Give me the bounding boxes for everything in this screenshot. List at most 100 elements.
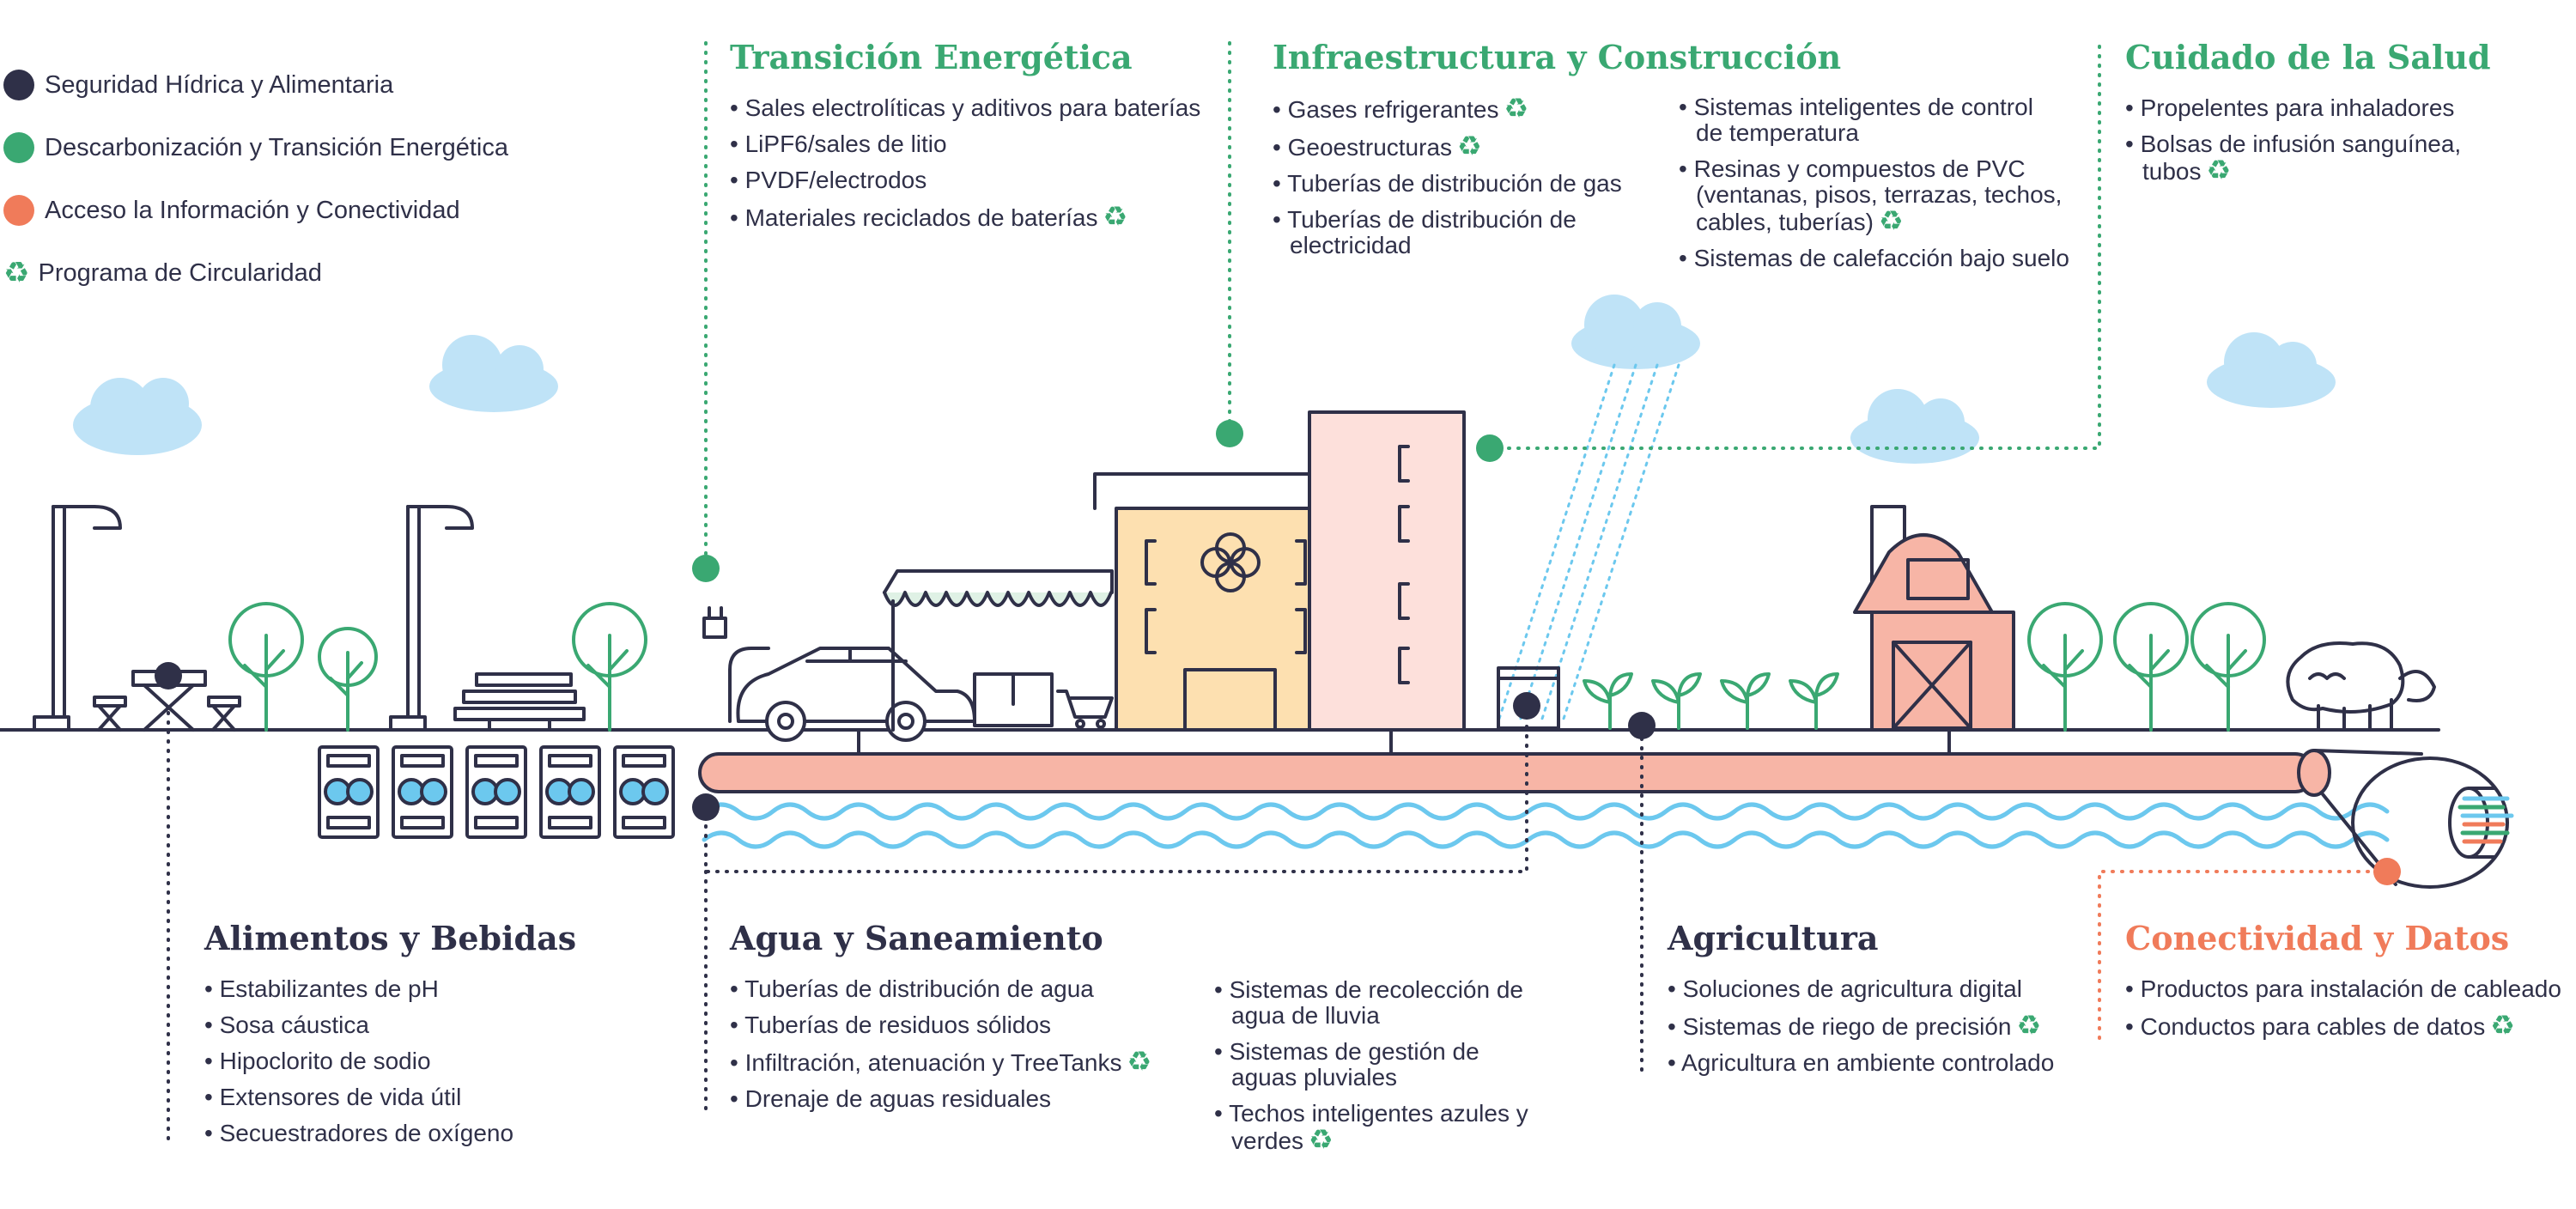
list-item: Techos inteligentes azules y verdes♻ [1214, 1101, 1549, 1154]
list-item: Tuberías de distribución de gas [1273, 171, 1685, 197]
marker-alimentos [155, 662, 182, 690]
list-item: Extensores de vida útil [204, 1084, 634, 1110]
list-item: Sales electrolíticas y aditivos para bat… [730, 95, 1211, 121]
cloud-icon [429, 335, 558, 412]
list-item: Propelentes para inhaladores [2125, 95, 2555, 121]
drain-inlet-icon [1497, 666, 1560, 730]
section-title: Agua y Saneamiento [730, 919, 1103, 957]
marker-conectividad [2373, 858, 2401, 885]
street-lamp-icon [389, 505, 474, 732]
battery-units-icon [318, 745, 675, 839]
tree-icon [572, 602, 647, 732]
section-agricultura: Agricultura Soluciones de agricultura di… [1668, 919, 2097, 1086]
section-title: Cuidado de la Salud [2125, 38, 2491, 76]
recycle-icon: ♻ [1309, 1124, 1334, 1155]
legend-label: Acceso la Información y Conectividad [45, 196, 460, 224]
cloud-icon [1571, 295, 1700, 369]
recycle-icon: ♻ [2016, 1010, 2042, 1041]
list-item: Resinas y compuestos de PVC (ventanas, p… [1679, 156, 2091, 235]
list-item: Sosa cáustica [204, 1012, 634, 1038]
orange-dot-icon [3, 195, 34, 226]
legend-item: Seguridad Hídrica y Alimentaria [3, 69, 508, 101]
green-dot-icon [3, 132, 34, 163]
picnic-table-icon [93, 670, 241, 732]
tree-icon [2027, 602, 2103, 732]
recycle-icon: ♻ [3, 257, 30, 289]
cable-cross-section-icon [2351, 756, 2514, 889]
recycle-icon: ♻ [2206, 155, 2232, 185]
list-item: Tuberías de residuos sólidos [730, 1012, 1228, 1038]
sheep-icon [2286, 641, 2436, 732]
legend-item: Acceso la Información y Conectividad [3, 194, 508, 227]
electric-car-icon [702, 606, 976, 742]
section-salud: Cuidado de la Salud Propelentes para inh… [2125, 38, 2555, 195]
list-item: Sistemas de recolección de agua de lluvi… [1214, 977, 1549, 1029]
tree-icon [228, 602, 304, 732]
seedling-icon [1583, 672, 1839, 730]
list-item: Estabilizantes de pH [204, 976, 634, 1002]
tree-icon [2113, 602, 2189, 732]
barn-icon [1853, 505, 2015, 732]
section-title: Conectividad y Datos [2125, 919, 2510, 957]
marker-agricultura [1628, 712, 1656, 739]
recycle-icon: ♻ [1103, 201, 1128, 232]
marker-infraestructura [1216, 420, 1243, 447]
list-item: Gases refrigerantes♻ [1273, 94, 1685, 123]
list-item: Infiltración, atenuación y TreeTanks♻ [730, 1048, 1228, 1076]
legend-label: Programa de Circularidad [38, 258, 322, 287]
cloud-icon [1850, 389, 1979, 464]
bench-icon [453, 672, 586, 732]
list-item: Secuestradores de oxígeno [204, 1121, 634, 1146]
list-item: Drenaje de aguas residuales [730, 1086, 1228, 1112]
legend: Seguridad Hídrica y Alimentaria Descarbo… [3, 69, 508, 319]
list-item: Materiales reciclados de baterías♻ [730, 201, 1211, 232]
legend-label: Seguridad Hídrica y Alimentaria [45, 70, 394, 99]
legend-item: Descarbonización y Transición Energética [3, 131, 508, 164]
water-waves [702, 802, 2390, 849]
recycle-icon: ♻ [2490, 1010, 2515, 1041]
street-lamp-icon [33, 505, 122, 732]
tree-icon [2190, 602, 2266, 732]
shop-icon [883, 569, 1114, 732]
list-item: Sistemas inteligentes de control de temp… [1679, 94, 2065, 146]
section-alimentos: Alimentos y Bebidas Estabilizantes de pH… [204, 919, 634, 1157]
list-item: Sistemas de riego de precisión♻ [1668, 1012, 2097, 1040]
list-item: Hipoclorito de sodio [204, 1048, 634, 1074]
marker-agua [692, 793, 720, 821]
section-title: Agricultura [1668, 919, 1879, 957]
list-item: Sistemas de gestión de aguas pluviales [1214, 1039, 1515, 1091]
list-item: Productos para instalación de cableado [2125, 976, 2572, 1002]
section-infraestructura-col2: Sistemas inteligentes de control de temp… [1679, 94, 2082, 282]
tree-icon [318, 627, 378, 732]
section-conectividad: Conectividad y Datos Productos para inst… [2125, 919, 2572, 1050]
list-item: Tuberías de distribución de electricidad [1273, 207, 1625, 258]
marker-transicion [692, 555, 720, 582]
list-item: Geoestructuras♻ [1273, 131, 1685, 161]
section-agua-col2: Sistemas de recolección de agua de lluvi… [1214, 977, 1558, 1164]
list-item: Bolsas de infusión sanguínea, tubos♻ [2125, 131, 2503, 185]
list-item: Soluciones de agricultura digital [1668, 976, 2097, 1002]
section-agua: Agua y Saneamiento Tuberías de distribuc… [730, 919, 1228, 1122]
legend-label: Descarbonización y Transición Energética [45, 133, 508, 161]
marker-agua-drain [1513, 692, 1540, 720]
cloud-icon [2207, 332, 2336, 408]
list-item: Conductos para cables de datos♻ [2125, 1012, 2572, 1040]
section-title: Alimentos y Bebidas [204, 919, 577, 957]
recycle-icon: ♻ [1457, 131, 1482, 161]
pipe-icon [698, 728, 2423, 886]
list-item: Sistemas de calefacción bajo suelo [1679, 246, 2082, 271]
list-item: LiPF6/sales de litio [730, 131, 1211, 157]
marker-salud [1476, 434, 1504, 462]
recycle-icon: ♻ [1127, 1046, 1152, 1077]
rain-lines [1497, 363, 1680, 723]
list-item: Tuberías de distribución de agua [730, 976, 1228, 1002]
office-tower-icon [1308, 410, 1466, 732]
navy-dot-icon [3, 70, 34, 100]
list-item: PVDF/electrodos [730, 167, 1211, 193]
section-title: Infraestructura y Construcción [1273, 38, 1842, 76]
section-title: Transición Energética [730, 38, 1133, 76]
section-transicion: Transición Energética Sales electrolític… [730, 38, 1211, 241]
recycle-icon: ♻ [1879, 205, 1904, 236]
connector-lines [167, 41, 2389, 1144]
